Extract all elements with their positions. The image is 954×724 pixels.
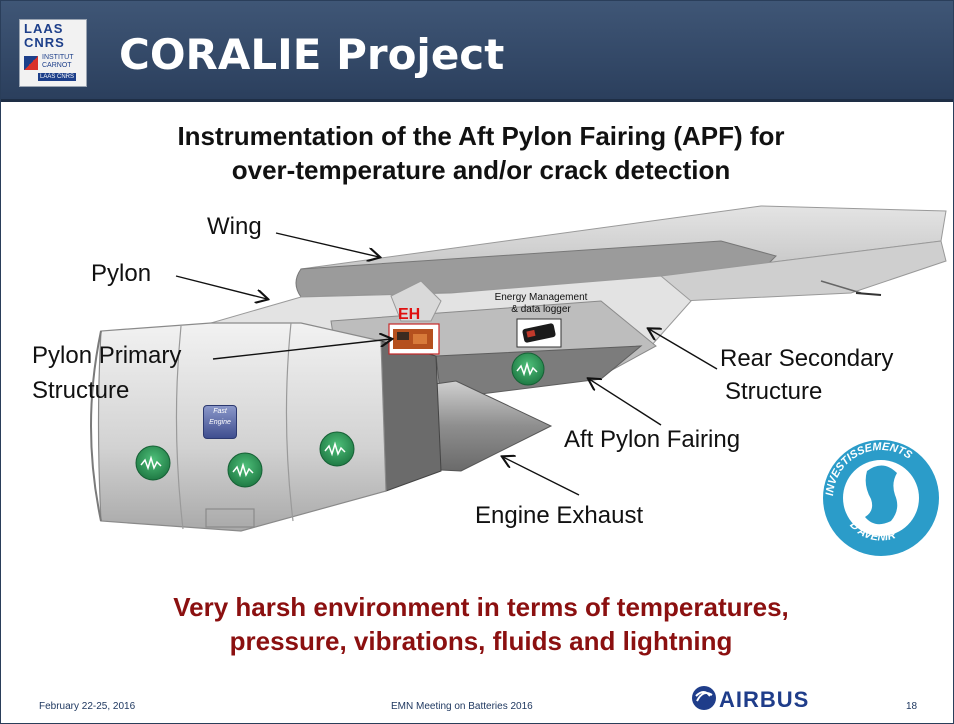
footer-event: EMN Meeting on Batteries 2016	[391, 701, 533, 712]
footer-date: February 22-25, 2016	[39, 701, 136, 712]
label-rear-secondary-2: Structure	[725, 378, 823, 405]
energy-harvester-board	[388, 323, 440, 355]
fast-engine-line-2: Engine	[209, 419, 231, 426]
subtitle-line-1: Instrumentation of the Aft Pylon Fairing…	[177, 121, 785, 151]
footer-airbus-brand: AIRBUS	[719, 687, 810, 712]
label-pylon: Pylon	[91, 260, 152, 287]
sensor-node-2	[227, 452, 263, 488]
label-engine-exhaust: Engine Exhaust	[475, 502, 644, 529]
label-pylon-primary-1: Pylon Primary	[32, 342, 182, 369]
logo-text-3: INSTITUT	[42, 54, 74, 61]
energy-mgmt-line-1: Energy Management	[494, 292, 588, 303]
logo-text-1: LAAS	[24, 21, 64, 36]
fast-engine-line-1: Fast	[213, 408, 227, 415]
statement-line-1: Very harsh environment in terms of tempe…	[173, 592, 789, 622]
engine-nacelle	[90, 322, 387, 532]
laas-cnrs-logo: LAAS CNRS INSTITUT CARNOT LAAS CNRS	[19, 19, 87, 87]
slide-title: CORALIE Project	[119, 30, 505, 79]
statement-line-2: pressure, vibrations, fluids and lightni…	[229, 626, 733, 656]
label-aft-pylon-fairing: Aft Pylon Fairing	[564, 426, 741, 453]
label-energy-management: Energy Management & data logger	[479, 292, 603, 316]
logo-flag-icon	[24, 56, 38, 70]
investissements-avenir-seal: INVESTISSEMENTS D'AVENIR	[823, 440, 939, 556]
footer-page-number: 18	[906, 701, 918, 712]
airbus-logo-icon	[692, 686, 716, 710]
label-pylon-primary-2: Structure	[32, 377, 130, 404]
sensor-node-3	[319, 431, 355, 467]
label-eh: EH	[398, 306, 421, 323]
logo-text-5: LAAS CNRS	[38, 73, 77, 81]
slide-subtitle: Instrumentation of the Aft Pylon Fairing…	[81, 119, 881, 187]
fast-engine-icon: Fast Engine	[203, 405, 237, 439]
logo-text-2: CNRS	[24, 35, 65, 50]
label-rear-secondary-1: Rear Secondary	[720, 345, 894, 372]
data-logger-device	[516, 318, 562, 348]
harsh-environment-statement: Very harsh environment in terms of tempe…	[61, 590, 901, 658]
logo-text-4: CARNOT	[42, 62, 72, 69]
annotation-arrows	[175, 232, 718, 496]
sensor-node-4	[511, 352, 545, 386]
label-wing: Wing	[207, 213, 262, 240]
header-bar: LAAS CNRS INSTITUT CARNOT LAAS CNRS CORA…	[1, 1, 953, 102]
energy-mgmt-line-2: & data logger	[511, 304, 571, 315]
subtitle-line-2: over-temperature and/or crack detection	[231, 155, 731, 185]
sensor-node-1	[135, 445, 171, 481]
